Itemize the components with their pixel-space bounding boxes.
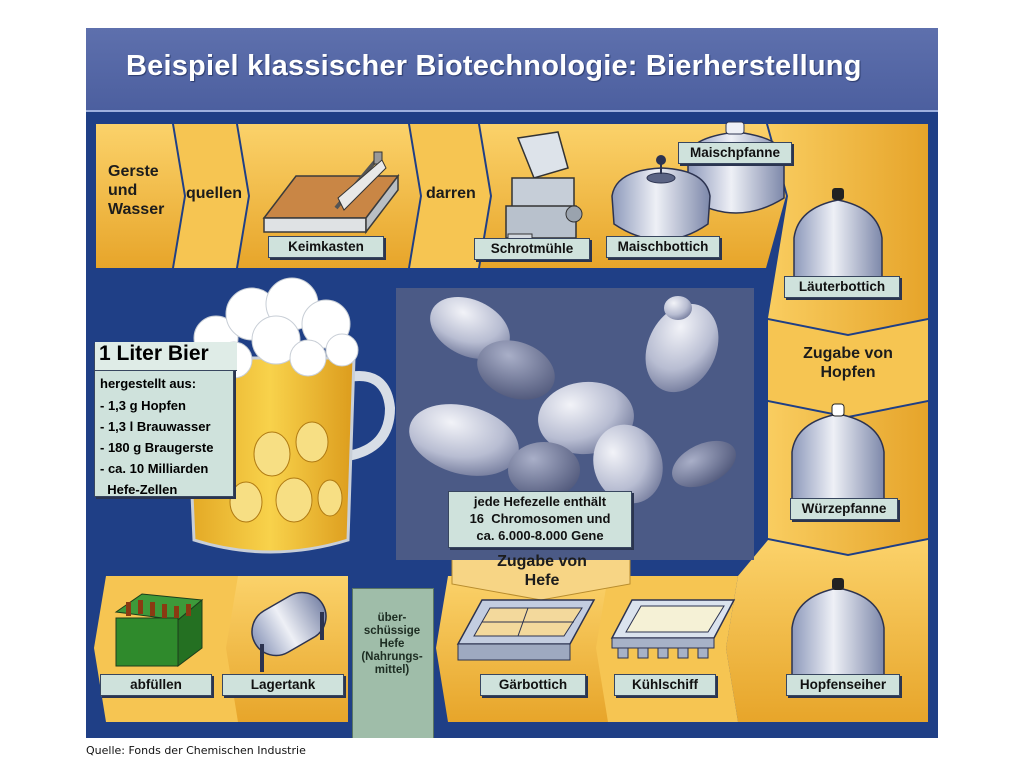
label-abfuellen: abfüllen xyxy=(100,674,212,696)
flow-step-darren: darren xyxy=(426,185,476,202)
label-maischbottich: Maischbottich xyxy=(606,236,720,258)
beer-card-subtitle: hergestellt aus: xyxy=(100,376,197,391)
keimkasten-illustration xyxy=(262,151,400,235)
title-bar: Beispiel klassischer Biotechnologie: Bie… xyxy=(86,28,938,112)
band-top-1 xyxy=(96,124,184,268)
label-laeuterbottich: Läuterbottich xyxy=(784,276,900,298)
beer-card-title: 1 Liter Bier xyxy=(95,342,237,371)
label-lagertank: Lagertank xyxy=(222,674,344,696)
label-gaerbottich: Gärbottich xyxy=(480,674,586,696)
band-right-2 xyxy=(768,320,928,416)
label-schrotmuehle: Schrotmühle xyxy=(474,238,590,260)
beer-ingredient: - ca. 10 Milliarden xyxy=(100,461,209,476)
label-keimkasten: Keimkasten xyxy=(268,236,384,258)
flow-start-text: Gerste und Wasser xyxy=(108,163,165,218)
source-credit: Quelle: Fonds der Chemischen Industrie xyxy=(86,744,306,757)
flow-step-hefe: Zugabe von Hefe xyxy=(497,553,587,589)
yeast-info-box: jede Hefezelle enthält 16 Chromosomen un… xyxy=(448,491,632,548)
band-top-4 xyxy=(410,124,490,268)
label-maischpfanne: Maischpfanne xyxy=(678,142,792,164)
schrotmuehle-illustration xyxy=(505,131,583,253)
beer-ingredient: - 1,3 g Hopfen xyxy=(100,398,186,413)
beer-ingredients-card: 1 Liter Bier hergestellt aus: - 1,3 g Ho… xyxy=(94,342,237,500)
flow-step-quellen: quellen xyxy=(186,185,243,202)
label-kuehlschiff: Kühlschiff xyxy=(614,674,716,696)
beer-ingredient: - 1,3 l Brauwasser xyxy=(100,419,211,434)
band-top-2 xyxy=(174,124,248,268)
surplus-yeast-text: über- schüssige Hefe (Nahrungs- mittel) xyxy=(361,612,423,676)
bottom-illustrations xyxy=(114,591,736,672)
beer-ingredient-list: - 1,3 g Hopfen - 1,3 l Brauwasser - 180 … xyxy=(100,395,213,500)
page-title: Beispiel klassischer Biotechnologie: Bie… xyxy=(126,50,862,82)
label-wuerzepfanne: Würzepfanne xyxy=(790,498,898,520)
label-hopfenseiher: Hopfenseiher xyxy=(786,674,900,696)
beer-ingredient: Hefe-Zellen xyxy=(100,482,178,497)
beer-ingredient: - 180 g Braugerste xyxy=(100,440,214,455)
beer-mug-illustration xyxy=(184,277,396,554)
surplus-yeast-box xyxy=(352,588,434,738)
flow-step-hopfen: Zugabe von Hopfen xyxy=(803,345,893,381)
infographic-frame: Beispiel klassischer Biotechnologie: Bie… xyxy=(86,28,938,738)
